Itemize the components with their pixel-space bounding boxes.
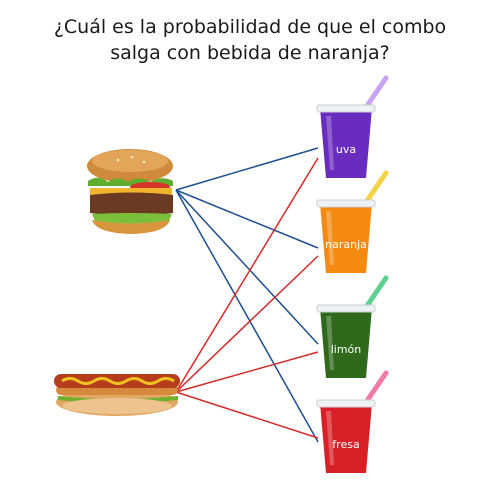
- cup-body-limon: [320, 308, 372, 378]
- hotdog-branches: [175, 157, 319, 439]
- cup-fresa: fresa: [316, 370, 389, 473]
- cup-uva: uva: [316, 75, 389, 178]
- cup-body-fresa: [320, 403, 372, 473]
- question-line-1: ¿Cuál es la probabilidad de que el combo: [53, 16, 447, 38]
- cup-shine-limon: [326, 316, 334, 370]
- hamburger-branches: [175, 147, 319, 443]
- cup-limon: limón: [316, 275, 389, 378]
- cup-naranja: naranja: [316, 170, 389, 273]
- drink-label-limon: limón: [331, 343, 362, 356]
- branch-hotdog-naranja: [175, 255, 319, 393]
- branch-hotdog-limon: [175, 351, 319, 393]
- hotdog-icon: [54, 374, 180, 416]
- branch-hamburger-naranja: [175, 189, 319, 249]
- question-line-2: salga con bebida de naranja?: [110, 42, 390, 64]
- cup-body-naranja: [320, 203, 372, 273]
- question-title: ¿Cuál es la probabilidad de que el combo…: [0, 14, 500, 66]
- cup-rim-fresa: [316, 399, 376, 408]
- cup-rim-naranja: [316, 199, 376, 208]
- branch-hamburger-uva: [175, 147, 319, 191]
- cup-rim-limon: [316, 304, 376, 313]
- cup-rim-uva: [316, 104, 376, 113]
- drink-label-naranja: naranja: [325, 238, 367, 251]
- branch-hamburger-limon: [175, 189, 319, 345]
- cup-body-uva: [320, 108, 372, 178]
- hamburger-icon: [87, 149, 173, 234]
- drink-label-fresa: fresa: [332, 438, 359, 451]
- branch-hotdog-fresa: [175, 391, 319, 439]
- cup-shine-naranja: [326, 211, 334, 265]
- cup-shine-fresa: [326, 411, 334, 465]
- branch-hotdog-uva: [175, 157, 319, 393]
- branch-hamburger-fresa: [175, 189, 319, 443]
- cup-shine-uva: [326, 116, 334, 170]
- drinks-group: uva naranja limón fresa: [316, 75, 389, 473]
- drink-label-uva: uva: [336, 143, 356, 156]
